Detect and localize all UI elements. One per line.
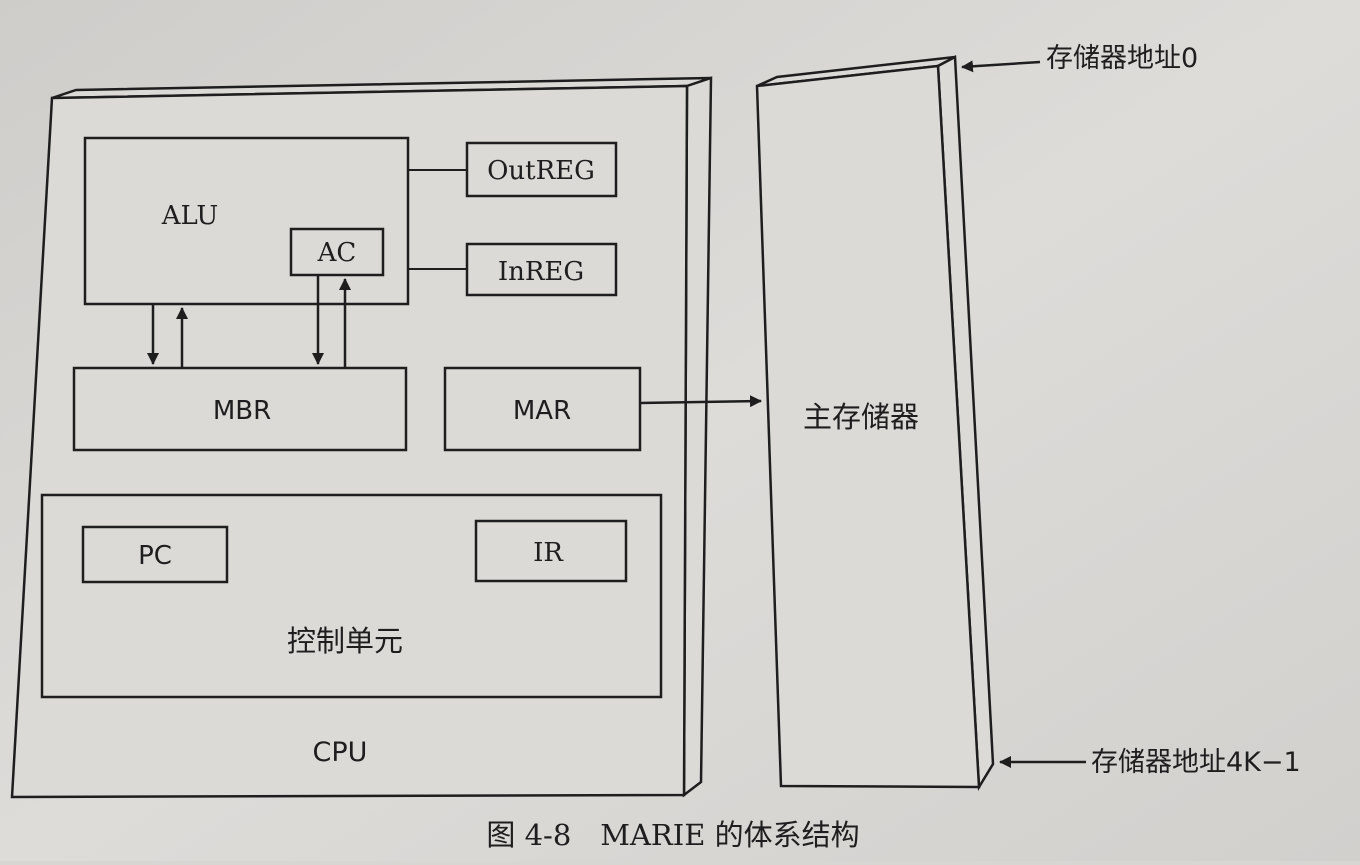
- ac-label: AC: [317, 238, 357, 268]
- alu-label: ALU: [161, 201, 219, 231]
- control-unit-label: 控制单元: [287, 624, 403, 658]
- inreg-label: InREG: [498, 257, 584, 287]
- main-memory-block: [755, 54, 995, 792]
- memory-address-end-label: 存储器地址4K−1: [1091, 747, 1301, 778]
- outreg-label: OutREG: [487, 156, 595, 186]
- mbr-box: [72, 366, 408, 452]
- alu-box: [83, 136, 410, 306]
- memory-address-start-label: 存储器地址0: [1046, 43, 1198, 74]
- pc-register-box: [81, 525, 229, 584]
- ir-label: IR: [533, 538, 564, 568]
- pc-label: PC: [138, 541, 172, 571]
- mbr-label: MBR: [213, 396, 271, 426]
- ir-register-box: [474, 519, 628, 583]
- cpu-label: CPU: [313, 737, 368, 768]
- memory-front-face: [755, 64, 981, 789]
- main-memory-label: 主存储器: [803, 400, 919, 434]
- figure-caption: 图 4-8 MARIE 的体系结构: [486, 818, 859, 852]
- mar-label: MAR: [513, 396, 571, 426]
- ac-register-box: [289, 227, 385, 277]
- address-start-arrow: [961, 60, 1041, 73]
- mar-to-memory-arrow: [639, 395, 762, 408]
- mar-box: [443, 366, 642, 452]
